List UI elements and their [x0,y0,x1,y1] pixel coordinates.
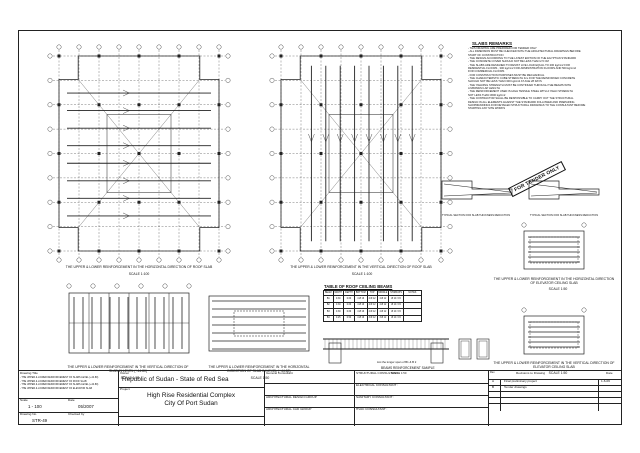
caption-plan-left: THE UPPER & LOWER REINFORCEMENT IN THE H… [65,265,213,269]
rev-b-desc: Tender drawings [504,385,527,389]
drawing-title-line: - THE UPPER & LOWER REINFORCEMENT OF SLA… [20,376,99,379]
caption-elev-mid-scale: SCALE 1:50 [250,376,270,380]
caption-elev-left: THE UPPER & LOWER REINFORCEMENT IN THE V… [67,365,189,373]
remark-line: - THE DESIGN ACCORDING TO THE LATEST EDI… [468,57,577,61]
scale-label: Scale [20,398,28,402]
caption-plan-left-scale: SCALE 1:100 [128,272,150,276]
caption-elevator-bottom-scale: SCALE 1:50 [548,371,568,375]
arch-cad-group: ARCHITECTURAL CAD GROUP [266,407,312,411]
drawing-sheet: SLABS REMARKS - THIS DRAWING ARE PREPARE… [18,30,622,425]
remark-line: - THIS DRAWING ARE PREPARED FOR TENDER O… [468,47,537,50]
beam-table-header: TOP [366,290,378,296]
caption-section-right: TYPICAL SECTION FOR SLAB THICKNESS REDUC… [529,214,599,217]
caption-elevator-bottom: THE UPPER & LOWER REINFORCEMENT IN THE V… [493,361,615,369]
checked-by-label: Checked by [68,412,85,416]
remark-line: - THE CHARACTERISTIC CUBE STRENGTH Fcu F… [468,77,576,81]
caption-plan-right-scale: SCALE 1:100 [351,272,373,276]
caption-elevator-top: THE UPPER & LOWER REINFORCEMENT IN THE H… [493,277,615,285]
remark-line: FOR COMMERCIAL FLOORS [468,70,505,74]
table-cell: 0.25 [332,314,345,322]
remark-line: - ALL DIMENSION MUST BE CHECKED WITH THE… [468,50,581,54]
remark-line: - FOR CONSTRUCTION PURPOSES MUST BE MECH… [468,73,545,77]
caption-plan-right: THE UPPER & LOWER REINFORCEMENT IN THE V… [290,265,432,269]
remarks-title: SLABS REMARKS [472,41,513,46]
project-label: Project [120,387,130,391]
remark-line: - THE CONCRETE COVER SHOULD NOT BE LESS … [468,60,549,64]
owner-label: Owner [120,371,130,375]
remark-line: - THE YIELDING STRENGTH MUST BE CONTINUE… [468,83,572,87]
drawing-no-label: Drawing No. [20,412,38,416]
remark-line: - THE CONTRACTOR SHALL BE RESPONSIBLE TO… [468,97,574,101]
structural-consultant: STRUCTURAL CONSULTANT : [356,371,400,375]
roof-slab-horizontal-plan [47,44,231,263]
table-cell: 0.50 [343,314,355,322]
project-name: High Rise Residential Complex [146,392,236,399]
date-value: 05/2007 [78,404,94,409]
rev-header-date: Date [606,371,613,375]
beam-note: List the longer span of B1 & B 2 [377,360,417,364]
remark-line: RESIDENTIAL FLOORS , 300 kg/cm2 FOR ADMI… [468,67,576,71]
table-cell: 3 Ø 12 [366,314,378,322]
drawing-title-label: Drawing Title [20,371,38,375]
title-block: Drawing Title - THE UPPER & LOWER REINFO… [18,370,622,426]
project-city: City Of Port Sudan [164,400,218,407]
drawing-title-line: - THE UPPER & LOWER REINFORCEMENT OF SLA… [20,383,99,387]
remark-line: SHOULD NOT BE LESS THAN 300 kg/cm2 AT AG… [468,80,542,84]
hvac-consultant: HVAC CONSULTANT : [356,407,388,411]
rev-b-letter: B [492,385,495,389]
caption-elev-left-scale: SCALE 1:50 [120,376,140,380]
revisions-label: Revisions to Drawing [516,371,546,375]
arch-design-group: ARCHITECTURAL DESIGN GROUP [266,395,317,399]
table-cell: 3 Ø 12 [376,314,390,322]
drawing-title-line: - THE UPPER & LOWER REINFORCEMENT OF ROO… [20,379,87,383]
drawing-title-line: - THE UPPER & LOWER REINFORCEMENT OF ELE… [20,386,93,390]
remark-line: STARTING ANY SITE WORKS [468,107,506,111]
roof-slab-vertical-plan [269,44,453,263]
remark-line: DESIGN IN ALL ELEMENTS AGAINST THE STAND… [468,100,575,104]
remark-line: START OF CONSTRUCTION [468,53,504,57]
table-cell: Ø 10 / 15 [388,314,404,322]
scale-value: 1 - 100 [28,404,42,409]
rev-a-letter: A [492,379,495,383]
owner-name: Republic of Sudan - State of Red Sea [122,376,229,383]
caption-section-left: TYPICAL SECTION FOR SLAB THICKNESS REDUC… [441,214,511,217]
table-cell: B4 [323,314,334,322]
beam-sample-scale: SCALE 1:50 [391,371,407,375]
remarks-list: - THIS DRAWING ARE PREPARED FOR TENDER O… [468,47,618,111]
remark-line: A MINIMUM LAP LENGTH [468,87,500,91]
beam-sample-caption: BEAMS REINFORCEMENT SAMPLE [381,366,435,370]
beam-table-header: NOTES [402,290,422,296]
sanitary-consultant: SANITARY CONSULTANT : [356,395,395,399]
remark-line: NOT LESS THAN 3600 kg/cm2 [468,93,506,97]
rev-a-date: 1-6-06 [601,379,610,383]
remark-line: - THE SLABS ARE DESIGNED TO RESIST LIVE … [468,63,570,67]
table-cell [402,314,422,322]
drawing-no-value: STR-49 [32,418,48,423]
beam-table-title: TABLE OF ROOF CEILING BEAMS [324,284,393,289]
caption-elev-mid: THE UPPER & LOWER REINFORCEMENT IN THE H… [208,365,310,373]
structural-drawing [47,44,600,364]
table-cell: 4 Ø 16 [353,314,368,322]
electrical-consultant: ELECTRICAL CONSULTANT : [356,383,399,387]
remark-line: SHOPDRAWINGS FOR DETAILED STRUCTURAL DRA… [468,103,586,107]
caption-elevator-top-scale: SCALE 1:50 [548,287,568,291]
date-label: Date [68,398,75,402]
lower-slab-drawings [66,222,587,364]
slab-thickness-sections [441,180,600,200]
general-consultant-label: General Consultant [266,371,293,375]
rev-header-rev: Rev [490,371,495,374]
drawing-title-lines: - THE UPPER & LOWER REINFORCEMENT OF SLA… [20,376,98,390]
rev-a-desc: Final preliminary project [504,379,537,383]
remark-line: - THE REINFORCEMENT USED IS HIGH TENSILE… [468,90,573,94]
